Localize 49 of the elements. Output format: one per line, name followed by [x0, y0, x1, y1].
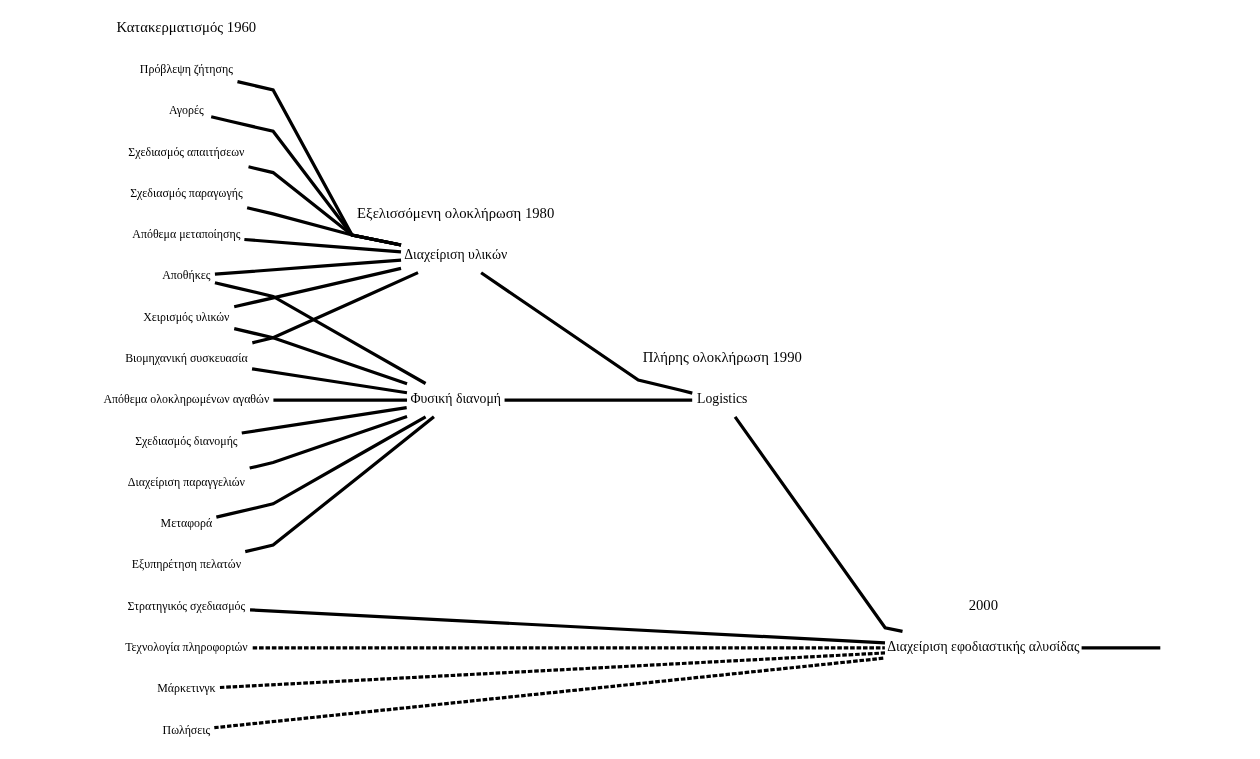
node-text: Σχεδιασμός απαιτήσεων — [127, 144, 244, 159]
connector — [210, 115, 401, 247]
connector — [214, 281, 426, 385]
node-text: Μεταφορά — [160, 516, 212, 531]
connector — [251, 271, 419, 345]
connector — [236, 80, 401, 247]
connector — [248, 415, 408, 470]
node-text: Τεχνολογία πληροφοριών — [124, 640, 248, 655]
node-text: Εξυπηρέτηση πελατών — [131, 557, 241, 572]
node-text: Σχεδιασμός παραγωγής — [129, 185, 243, 200]
connector — [246, 206, 401, 247]
connector — [233, 327, 408, 386]
connector — [241, 406, 407, 435]
connector — [213, 656, 885, 730]
connector — [252, 646, 885, 650]
label: 2000 — [968, 597, 998, 614]
node-text: Διαχείριση υλικών — [403, 247, 507, 263]
connector — [215, 415, 426, 519]
label: Πλήρης ολοκλήρωση 1990 — [642, 349, 802, 366]
node-text: Μάρκετινγκ — [156, 681, 216, 696]
connector — [272, 398, 407, 402]
node-text: Απόθεμα ολοκληρωμένων αγαθών — [102, 392, 269, 407]
node-text: Αποθήκες — [161, 268, 210, 283]
node-text: Απόθεμα μεταποίησης — [131, 227, 240, 242]
connector — [247, 165, 401, 247]
label: Εξελισσόμενη ολοκλήρωση 1980 — [356, 205, 554, 222]
connector — [214, 258, 401, 276]
node-text: Βιομηχανική συσκευασία — [124, 350, 248, 365]
connector — [233, 266, 401, 309]
connector — [504, 398, 692, 402]
node-text: Διαχείριση παραγγελιών — [127, 474, 245, 489]
connector — [1081, 646, 1160, 650]
connector — [249, 608, 885, 645]
connector — [479, 271, 693, 395]
node-text: Χειρισμός υλικών — [142, 309, 229, 324]
connector — [243, 237, 401, 254]
node-text: Διαχείριση εφοδιαστικής αλυσίδας — [886, 639, 1079, 655]
connector — [733, 415, 903, 633]
node-text: Logistics — [696, 391, 747, 407]
label: Κατακερματισμός 1960 — [116, 19, 256, 36]
node-text: Στρατηγικός σχεδιασμός — [127, 598, 245, 613]
node-text: Σχεδιασμός διανομής — [134, 433, 238, 448]
node-text: Πωλήσεις — [162, 722, 210, 737]
connector — [244, 415, 435, 554]
connector — [219, 651, 885, 690]
node-text: Φυσική διανομή — [409, 391, 501, 407]
connector — [251, 367, 407, 395]
node-text: Πρόβλεψη ζήτησης — [139, 61, 233, 76]
node-text: Αγορές — [168, 103, 204, 118]
